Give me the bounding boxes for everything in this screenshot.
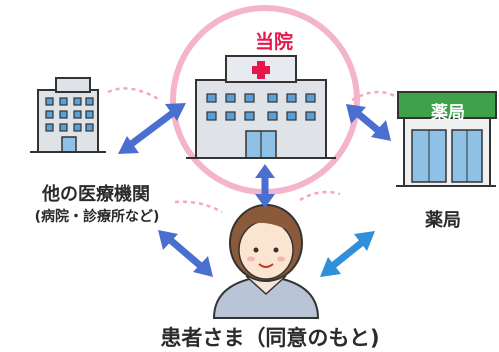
pharmacy-label: 薬局 bbox=[425, 210, 461, 231]
clinic-building-icon bbox=[30, 77, 106, 153]
dashed-connector-hospital-patient bbox=[299, 190, 341, 202]
pharmacy-sign-text: 薬局 bbox=[431, 103, 465, 123]
pharmacy-sign bbox=[397, 91, 497, 119]
dashed-connector-other-hospital bbox=[107, 87, 161, 102]
patient-woman-icon bbox=[212, 204, 320, 319]
pharmacy-store-icon bbox=[396, 91, 497, 187]
arrow-other-to-hospital bbox=[118, 103, 186, 154]
dashed-connector-other-patient bbox=[174, 200, 223, 214]
red-cross-icon bbox=[252, 61, 270, 79]
arrow-hospital-to-pharmacy bbox=[346, 104, 391, 141]
arrow-other-to-patient bbox=[158, 230, 213, 277]
other-institutions-sublabel: (病院・診療所など) bbox=[34, 209, 160, 225]
arrow-pharmacy-to-patient bbox=[320, 231, 375, 277]
other-institutions-label: 他の医療機関 bbox=[42, 184, 150, 205]
main-hospital-label: 当院 bbox=[254, 31, 293, 53]
hospital-building-icon bbox=[186, 55, 336, 159]
arrow-hospital-to-patient bbox=[255, 164, 275, 208]
dashed-connector-hospital-pharmacy bbox=[351, 90, 399, 102]
patient-label: 患者さま（同意のもと) bbox=[160, 326, 380, 350]
